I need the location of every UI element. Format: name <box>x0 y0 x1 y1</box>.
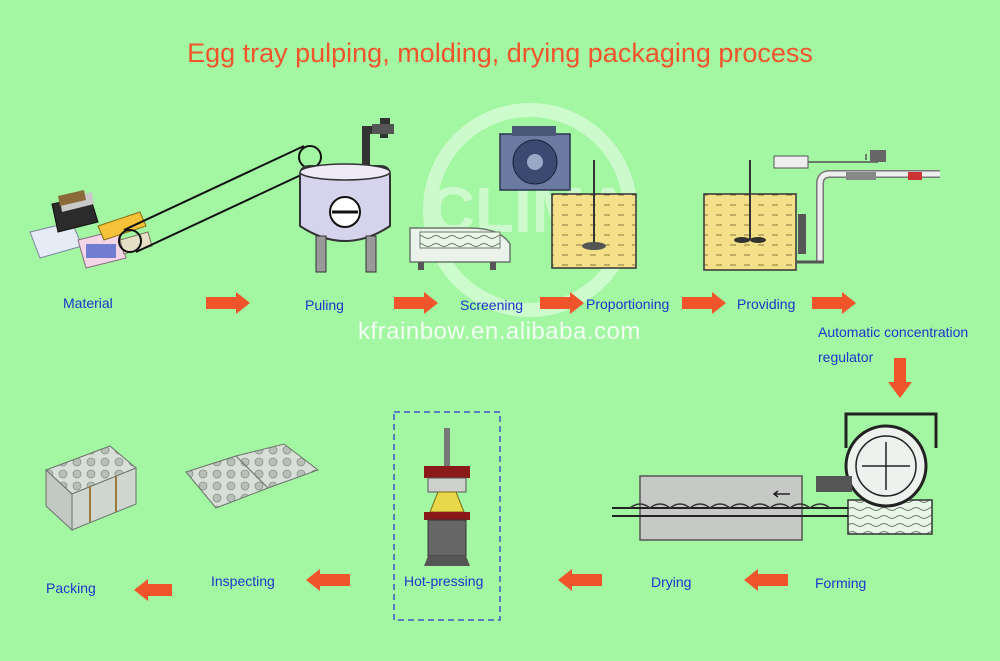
step-label-pulping: Puling <box>305 297 344 313</box>
screening-illustration <box>409 227 511 270</box>
arrow-providing-to-regulator <box>812 292 856 314</box>
arrow-pulping-to-screening <box>394 292 438 314</box>
drying-illustration <box>612 475 848 541</box>
providing-illustration <box>703 150 940 271</box>
step-label-hot-pressing: Hot-pressing <box>404 573 484 589</box>
arrow-screening-to-proportioning <box>540 292 584 314</box>
material-illustration <box>29 190 153 269</box>
page-title: Egg tray pulping, molding, drying packag… <box>187 38 813 68</box>
step-label-proportioning: Proportioning <box>586 296 670 312</box>
step-label-screening: Screening <box>460 297 524 313</box>
arrow-inspecting-to-packing <box>134 579 172 601</box>
step-label-material: Material <box>63 295 113 311</box>
hot-pressing-illustration <box>393 411 501 621</box>
step-label-regulator-line2: regulator <box>818 349 874 365</box>
proportioning-illustration <box>499 126 637 269</box>
step-label-packing: Packing <box>46 580 96 596</box>
arrow-forming-to-drying <box>744 569 788 591</box>
arrow-drying-to-hot-pressing <box>558 569 602 591</box>
forming-illustration <box>816 412 938 535</box>
flow-arrows <box>134 292 912 601</box>
arrow-proportioning-to-providing <box>682 292 726 314</box>
step-label-forming: Forming <box>815 575 867 591</box>
packing-illustration <box>45 445 137 532</box>
arrow-material-to-pulping <box>206 292 250 314</box>
step-label-providing: Providing <box>737 296 796 312</box>
step-label-inspecting: Inspecting <box>211 573 275 589</box>
arrow-regulator-to-forming <box>888 358 912 398</box>
watermark-text: kfrainbow.en.alibaba.com <box>358 318 641 345</box>
inspecting-illustration <box>185 443 320 509</box>
step-label-regulator-line1: Automatic concentration <box>818 324 969 340</box>
arrow-hot-pressing-to-inspecting <box>306 569 350 591</box>
step-label-drying: Drying <box>651 574 692 590</box>
pulper-illustration <box>299 118 394 273</box>
